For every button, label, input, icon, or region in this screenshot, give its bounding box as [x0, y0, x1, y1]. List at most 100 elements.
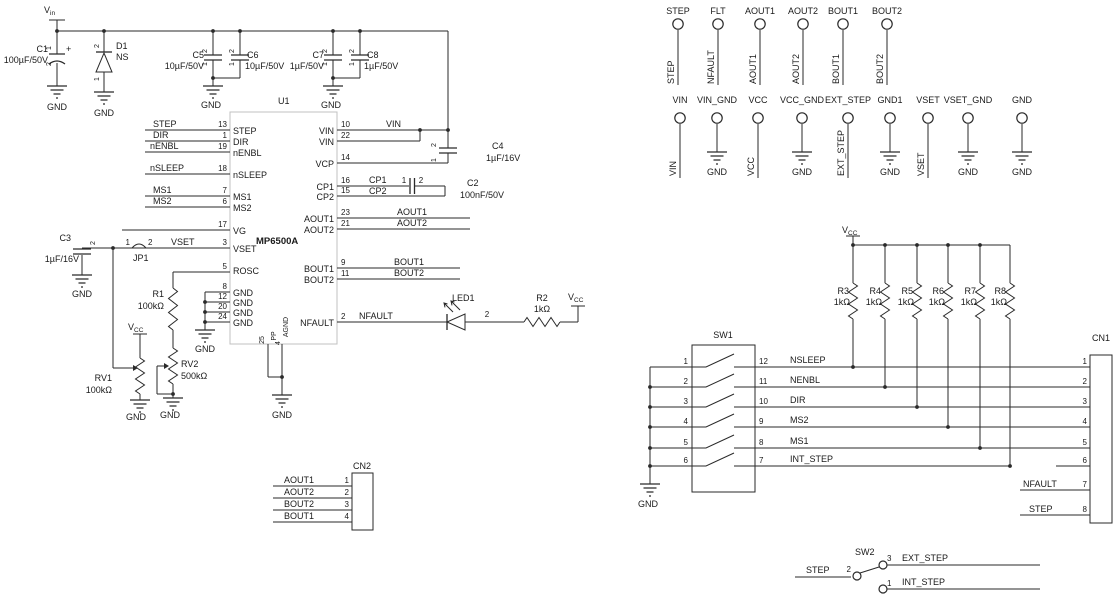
svg-text:BOUT1: BOUT1	[831, 54, 841, 84]
svg-text:STEP: STEP	[233, 126, 257, 136]
svg-text:2: 2	[229, 49, 236, 53]
svg-text:5: 5	[1083, 438, 1088, 447]
svg-text:AOUT1: AOUT1	[284, 475, 314, 485]
svg-text:5: 5	[223, 262, 228, 271]
svg-text:R7: R7	[964, 286, 976, 296]
svg-text:6: 6	[684, 456, 689, 465]
svg-text:1: 1	[202, 62, 209, 66]
svg-text:VIN: VIN	[668, 161, 678, 176]
ground-symbol	[706, 151, 728, 165]
svg-text:1kΩ: 1kΩ	[834, 297, 851, 307]
svg-text:1µF/50V: 1µF/50V	[290, 61, 324, 71]
u1-left-pin-names: STEP DIR nENBL nSLEEP MS1 MS2 VG VSET RO…	[233, 126, 267, 328]
svg-text:1: 1	[126, 238, 131, 247]
svg-text:MS2: MS2	[233, 203, 252, 213]
svg-text:GND: GND	[160, 410, 181, 420]
vin-power-label: Vin	[44, 5, 55, 17]
svg-text:GND: GND	[47, 102, 68, 112]
svg-text:1kΩ: 1kΩ	[961, 297, 978, 307]
svg-text:R8: R8	[994, 286, 1006, 296]
ground-symbol	[271, 394, 293, 408]
svg-text:1: 1	[684, 357, 689, 366]
svg-text:1: 1	[322, 62, 329, 66]
svg-text:FLT: FLT	[710, 6, 726, 16]
svg-text:7: 7	[223, 186, 228, 195]
svg-text:MS1: MS1	[153, 185, 172, 195]
svg-text:NENBL: NENBL	[790, 375, 820, 385]
svg-text:17: 17	[218, 220, 227, 229]
svg-text:4: 4	[1083, 417, 1088, 426]
svg-text:VSET: VSET	[916, 95, 940, 105]
svg-text:1: 1	[887, 579, 892, 588]
svg-text:500kΩ: 500kΩ	[181, 371, 208, 381]
ground-symbol	[957, 151, 979, 165]
ground-symbol	[1011, 151, 1033, 165]
svg-text:3: 3	[887, 554, 892, 563]
svg-text:R5: R5	[901, 286, 913, 296]
svg-text:CP1: CP1	[316, 182, 334, 192]
svg-text:2: 2	[349, 49, 356, 53]
capacitor-c8: C8 1µF/50V 2 1	[349, 49, 398, 71]
svg-text:GND: GND	[195, 344, 216, 354]
svg-text:DIR: DIR	[153, 130, 169, 140]
svg-text:8: 8	[759, 438, 764, 447]
testpoint-terminal	[796, 112, 808, 124]
ground-symbol	[791, 151, 813, 165]
svg-text:100nF/50V: 100nF/50V	[460, 190, 504, 200]
svg-text:2: 2	[202, 49, 209, 53]
svg-text:4: 4	[684, 417, 689, 426]
svg-text:nENBL: nENBL	[233, 148, 262, 158]
svg-text:VCC: VCC	[746, 156, 756, 176]
capacitor-c3: C3 1µF/16V 2	[45, 233, 97, 264]
svg-text:6: 6	[223, 197, 228, 206]
svg-text:MS2: MS2	[790, 415, 809, 425]
svg-text:R6: R6	[932, 286, 944, 296]
svg-text:8: 8	[223, 282, 228, 291]
svg-text:VSET_GND: VSET_GND	[944, 95, 993, 105]
svg-text:15: 15	[341, 186, 350, 195]
svg-text:AOUT2: AOUT2	[284, 487, 314, 497]
svg-text:GND: GND	[638, 499, 659, 509]
u1-left-net-labels: STEP DIR nENBL nSLEEP MS1 MS2 VSET	[150, 119, 195, 247]
vcc-power-label: VCC	[568, 292, 584, 304]
svg-text:2: 2	[46, 62, 53, 66]
cn2-ref: CN2	[353, 461, 371, 471]
svg-text:C4: C4	[492, 141, 504, 151]
c1-value: 100µF/50V	[4, 55, 48, 65]
svg-text:STEP: STEP	[666, 6, 690, 16]
testpoint-terminal	[754, 18, 766, 30]
diode-d1: D1 NS 2 1	[94, 41, 129, 81]
svg-text:EXT_STEP: EXT_STEP	[902, 553, 948, 563]
svg-text:2: 2	[485, 310, 490, 319]
svg-text:nSLEEP: nSLEEP	[233, 170, 267, 180]
svg-text:ROSC: ROSC	[233, 266, 260, 276]
svg-text:CP2: CP2	[316, 192, 334, 202]
svg-text:10µF/50V: 10µF/50V	[165, 61, 204, 71]
svg-text:nSLEEP: nSLEEP	[150, 163, 184, 173]
testpoint-terminal	[881, 18, 893, 30]
dip-switch-sw1: SW1 1 2 3 4 5 6 12 11 10 9 8 7 NSLEEP NE…	[638, 330, 1090, 509]
resistor-r1: R1 100kΩ	[138, 287, 179, 331]
svg-text:AOUT2: AOUT2	[791, 54, 801, 84]
ground-symbol	[71, 274, 93, 288]
potentiometer-rv1: RV1 100kΩ	[86, 357, 145, 395]
wire-junctions	[55, 29, 1012, 468]
svg-text:10: 10	[759, 397, 768, 406]
u1-right-net-labels: VIN CP1 CP2 AOUT1 AOUT2 BOUT1 BOUT2 NFAU…	[359, 119, 427, 321]
svg-text:INT_STEP: INT_STEP	[790, 454, 833, 464]
svg-text:AOUT1: AOUT1	[748, 54, 758, 84]
svg-text:GND: GND	[233, 298, 254, 308]
svg-text:GND: GND	[707, 167, 728, 177]
svg-text:VSET: VSET	[233, 244, 257, 254]
vcc-power-label: VCC	[842, 225, 858, 237]
svg-text:4: 4	[345, 512, 350, 521]
svg-text:7: 7	[1083, 480, 1088, 489]
svg-text:GND1: GND1	[877, 95, 902, 105]
vset-adjust-section: 1 2 JP1 C3 1µF/16V 2 GND R1 100kΩ RV1 10…	[45, 233, 208, 422]
svg-text:AOUT2: AOUT2	[788, 6, 818, 16]
svg-text:LED1: LED1	[452, 293, 475, 303]
capacitor-c2: 1 2 C2 100nF/50V	[402, 176, 504, 200]
sw2-ref: SW2	[855, 547, 875, 557]
